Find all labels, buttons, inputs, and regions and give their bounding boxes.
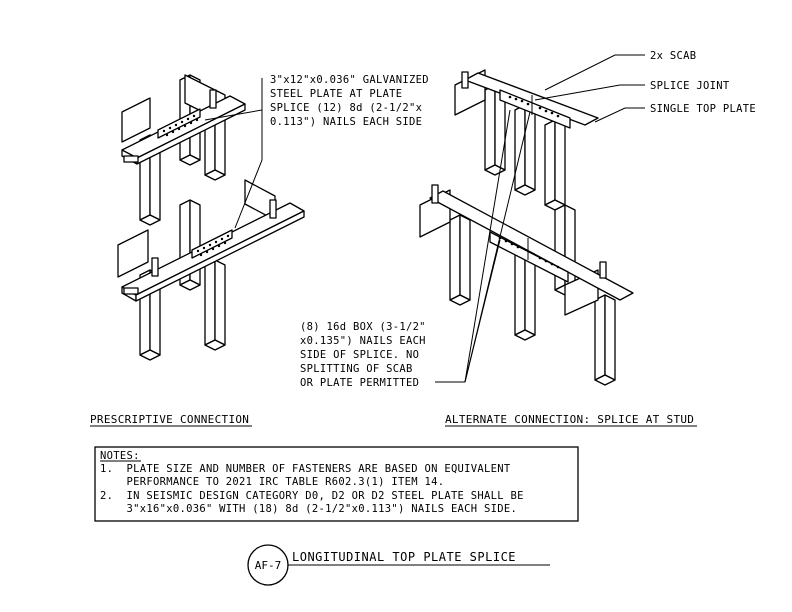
steel-plate-lower: [191, 229, 233, 259]
splice-joint-label: SPLICE JOINT: [650, 80, 730, 92]
leader-plate-upper: [204, 78, 263, 121]
caption-prescriptive: PRESCRIPTIVE CONNECTION: [90, 413, 249, 426]
plate-line-3: SPLICE (12) 8d (2-1/2"x: [270, 102, 422, 114]
leader-scab: [544, 54, 645, 91]
alt-scab-upper: [499, 89, 571, 129]
nails-line-1: (8) 16d BOX (3-1/2": [300, 321, 426, 333]
alt-upper-intersection: [454, 69, 599, 211]
cross-wall-left-lower: [117, 229, 149, 278]
plate-line-2: STEEL PLATE AT PLATE: [270, 88, 402, 100]
alt-lower-intersection: [419, 184, 634, 386]
note-line-2: PERFORMANCE TO 2021 IRC TABLE R602.3(1) …: [100, 476, 444, 488]
nails-line-3: SIDE OF SPLICE. NO: [300, 349, 419, 361]
prescriptive-assembly: [117, 74, 305, 361]
scab-label: 2x SCAB: [650, 50, 696, 62]
leader-single-plate: [594, 107, 645, 123]
caption-alternate: ALTERNATE CONNECTION: SPLICE AT STUD: [445, 413, 694, 426]
single-top-plate-label: SINGLE TOP PLATE: [650, 103, 756, 115]
cross-wall-left: [121, 97, 151, 143]
alternate-assembly: [419, 54, 645, 386]
note-line-4: 3"x16"x0.036" WITH (18) 8d (2-1/2"x0.113…: [100, 503, 517, 515]
lower-intersection: [117, 179, 305, 361]
nails-upper: [162, 114, 199, 137]
notes-box: NOTES: 1. PLATE SIZE AND NUMBER OF FASTE…: [94, 446, 579, 522]
nails-line-2: x0.135") NAILS EACH: [300, 335, 426, 347]
callout-nails: (8) 16d BOX (3-1/2" x0.135") NAILS EACH …: [300, 321, 426, 389]
nails-line-4: SPLITTING OF SCAB: [300, 363, 413, 375]
leader-nails-upper-2: [464, 111, 531, 383]
plate-line-4: 0.113") NAILS EACH SIDE: [270, 116, 422, 128]
note-line-1: 1. PLATE SIZE AND NUMBER OF FASTENERS AR…: [100, 463, 511, 475]
title-block: AF-7 LONGITUDINAL TOP PLATE SPLICE: [247, 544, 550, 586]
plate-line-1: 3"x12"x0.036" GALVANIZED: [270, 74, 429, 86]
steel-plate-upper: [157, 108, 201, 139]
alt-scab-lower: [489, 231, 569, 283]
nails-line-5: OR PLATE PERMITTED: [300, 377, 419, 389]
leader-splice-joint: [534, 84, 645, 101]
notes-heading: NOTES:: [100, 450, 140, 462]
leader-nails-upper: [464, 109, 511, 383]
note-line-3: 2. IN SEISMIC DESIGN CATEGORY D0, D2 OR …: [100, 490, 524, 502]
detail-title: LONGITUDINAL TOP PLATE SPLICE: [292, 550, 516, 564]
upper-intersection: [121, 74, 246, 226]
callout-steel-plate: 3"x12"x0.036" GALVANIZED STEEL PLATE AT …: [270, 74, 429, 128]
alt-nails-upper: [508, 95, 560, 118]
detail-id: AF-7: [255, 559, 282, 572]
nails-lower: [196, 234, 230, 257]
